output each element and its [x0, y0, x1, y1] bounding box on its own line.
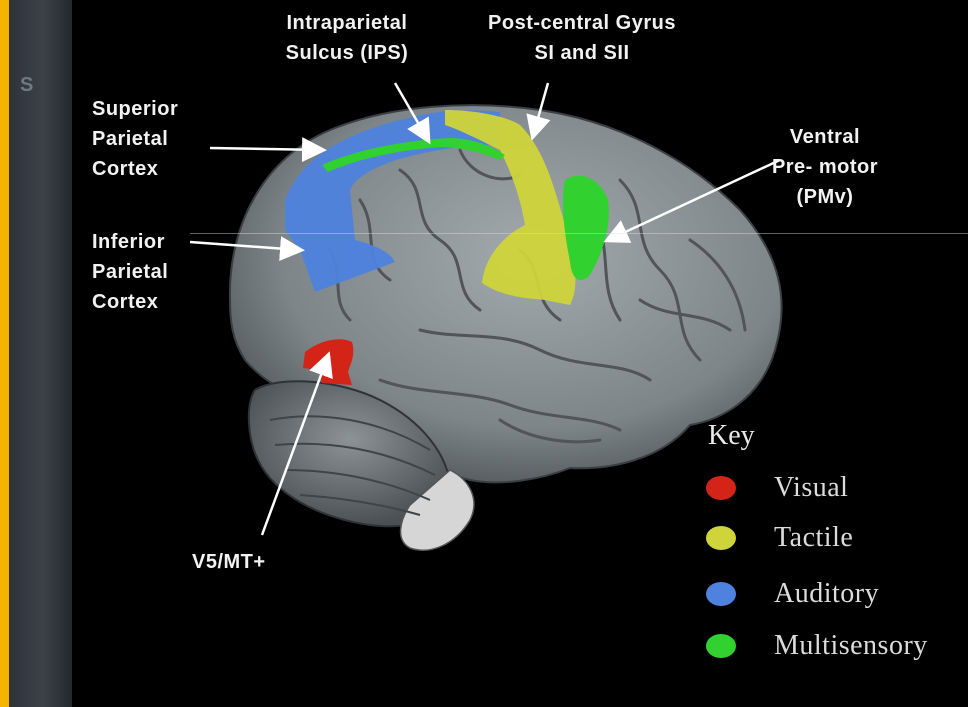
key-item-tactile: Tactile [706, 522, 853, 554]
key-title: Key [708, 420, 755, 452]
key-item-multisensory: Multisensory [706, 630, 928, 662]
label-superior-parietal: Superior Parietal Cortex [92, 94, 178, 184]
label-postcentral: Post-central Gyrus SI and SII [452, 8, 712, 68]
label-pmv: Ventral Pre- motor (PMv) [755, 122, 895, 212]
key-item-visual: Visual [706, 472, 848, 504]
key-dot-tactile [706, 526, 736, 550]
key-dot-visual [706, 476, 736, 500]
key-dot-auditory [706, 582, 736, 606]
key-dot-multisensory [706, 634, 736, 658]
label-v5: V5/MT+ [192, 547, 266, 577]
label-inferior-parietal: Inferior Parietal Cortex [92, 227, 168, 317]
label-ips: Intraparietal Sulcus (IPS) [262, 8, 432, 68]
key-item-auditory: Auditory [706, 578, 879, 610]
divider-line [190, 233, 968, 234]
